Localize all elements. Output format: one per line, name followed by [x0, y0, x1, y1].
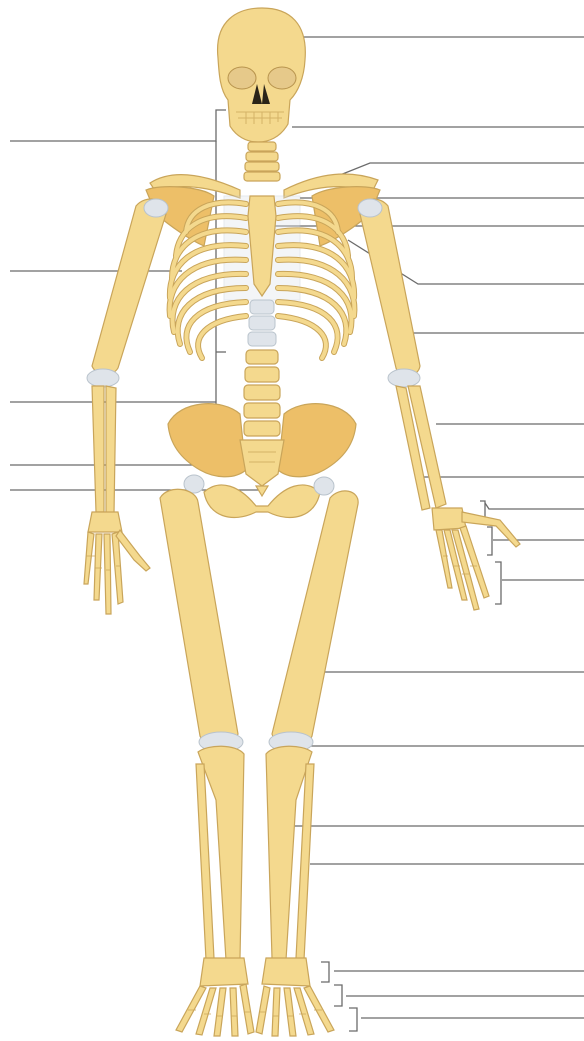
right-tarsals: [262, 958, 310, 986]
left-orbit: [228, 67, 256, 89]
leader-bracket-phalanges-foot: [349, 1008, 357, 1031]
left-fibula: [196, 764, 214, 960]
right-carpals: [432, 508, 466, 530]
femur-bones: [160, 489, 358, 747]
leader-bracket-lumbar: [216, 352, 226, 402]
coccyx: [256, 486, 268, 496]
left-carpals: [88, 512, 122, 532]
leader-bracket-tarsals: [321, 962, 329, 982]
lumbar-vertebrae: [244, 300, 280, 436]
leader-bracket-metacarpals: [487, 527, 492, 555]
leader-bracket-phalanges-hand: [495, 562, 501, 604]
leader-bracket-metatarsals: [334, 985, 342, 1006]
leader-line-spine-upper: [10, 110, 226, 141]
leader-bracket-carpals: [480, 501, 485, 517]
left-femur: [160, 489, 238, 747]
right-foot: [256, 958, 334, 1036]
cervical-vertebrae: [244, 142, 280, 181]
right-femur: [272, 491, 358, 747]
leader-line-carpals: [485, 503, 584, 509]
skull: [218, 8, 306, 142]
left-ulna: [106, 386, 116, 514]
left-tarsals: [200, 958, 248, 986]
left-ilium: [168, 404, 246, 477]
left-hand: [84, 512, 150, 614]
right-ilium: [278, 404, 356, 477]
left-humerus: [92, 199, 166, 375]
left-radius: [92, 386, 104, 512]
right-orbit: [268, 67, 296, 89]
right-hand: [432, 508, 520, 610]
lower-legs: [196, 746, 314, 960]
sacrum: [240, 440, 284, 486]
left-foot: [176, 958, 254, 1036]
